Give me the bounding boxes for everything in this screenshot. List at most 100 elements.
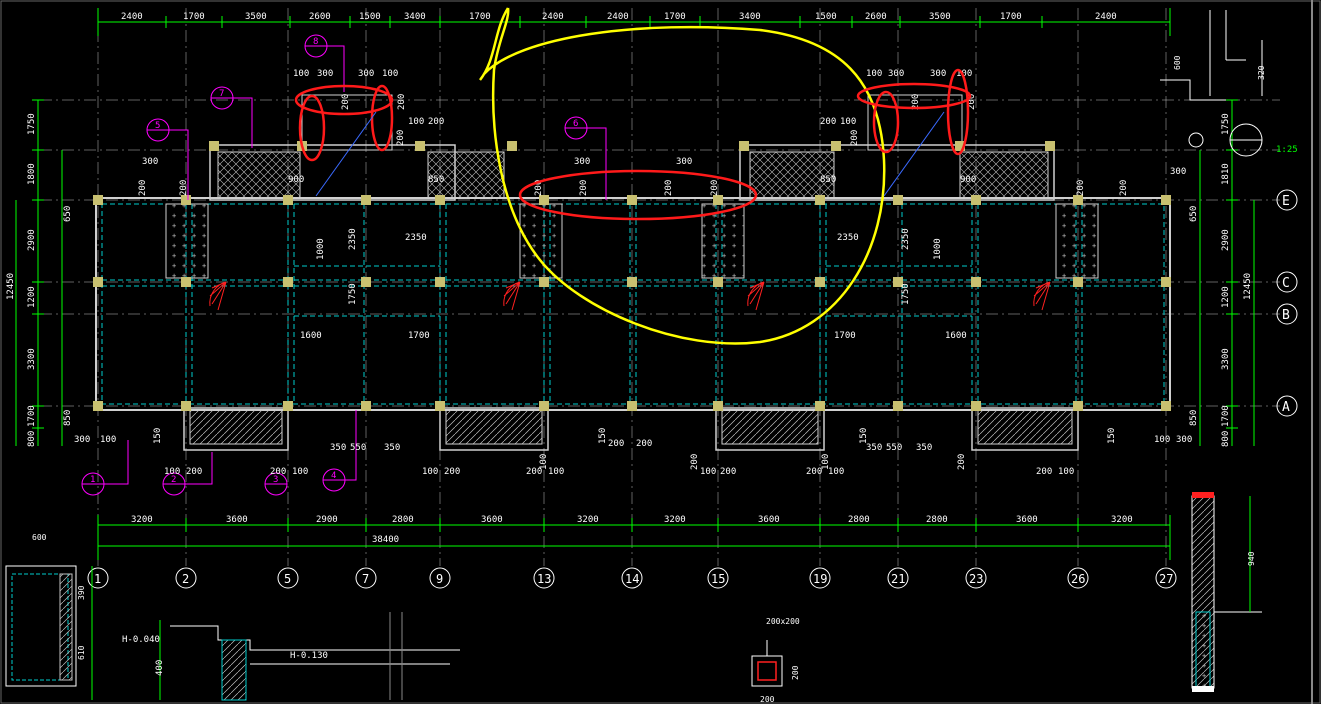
svg-text:200: 200 <box>526 467 542 477</box>
axis-label-13: 13 <box>537 572 551 586</box>
right-dimension-lines <box>1199 100 1255 446</box>
svg-text:200: 200 <box>710 180 720 196</box>
axis-label-14: 14 <box>625 572 639 586</box>
svg-text:940: 940 <box>1247 551 1256 566</box>
bottom-dim-10: 3600 <box>1016 515 1038 525</box>
svg-text:2: 2 <box>171 475 176 485</box>
column <box>971 277 981 287</box>
column <box>435 195 445 205</box>
svg-text:350: 350 <box>384 443 400 453</box>
right-wall-section: 940 <box>1191 492 1262 692</box>
left-small-0: 650 <box>63 206 73 222</box>
column <box>1073 195 1083 205</box>
column <box>627 195 637 205</box>
column <box>181 401 191 411</box>
svg-text:300: 300 <box>930 69 946 79</box>
svg-text:5: 5 <box>155 121 160 131</box>
axis-bubble-21 <box>887 567 909 589</box>
red-highlight-1 <box>294 84 394 116</box>
column <box>971 401 981 411</box>
svg-text:200: 200 <box>690 454 700 470</box>
yellow-freehand-circle <box>479 7 886 345</box>
axis-label-26: 26 <box>1071 572 1085 586</box>
bottom-dim-9: 2800 <box>926 515 948 525</box>
svg-text:300: 300 <box>1170 167 1186 177</box>
svg-text:3: 3 <box>273 475 278 485</box>
column <box>435 401 445 411</box>
left-total: 12450 <box>6 273 16 300</box>
svg-text:150: 150 <box>859 428 869 444</box>
right-total: 12450 <box>1243 273 1253 300</box>
svg-text:100: 100 <box>292 467 308 477</box>
axis-label-15: 15 <box>711 572 725 586</box>
column <box>1073 277 1083 287</box>
axis-label-7: 7 <box>362 572 369 586</box>
stair-diagonals <box>315 111 945 197</box>
column <box>283 195 293 205</box>
column <box>713 401 723 411</box>
svg-text:200: 200 <box>806 467 822 477</box>
top-dim-2: 3500 <box>245 12 267 22</box>
svg-text:300: 300 <box>888 69 904 79</box>
svg-text:1: 1 <box>90 475 95 485</box>
left-dim-4: 3300 <box>27 348 37 370</box>
bottom-dim-0: 3200 <box>131 515 153 525</box>
top-right-detail-labels: 320 600 <box>1173 55 1266 80</box>
bottom-section-labels: H-0.040 H-0.130 400 <box>122 635 328 676</box>
building-outline <box>95 94 1171 451</box>
svg-text:200: 200 <box>1119 180 1129 196</box>
top-dim-9: 1700 <box>664 12 686 22</box>
column <box>181 195 191 205</box>
bottom-left-detail <box>5 565 93 700</box>
red-highlight-7 <box>946 68 970 156</box>
svg-text:200: 200 <box>791 665 800 680</box>
right-dim-2: 2900 <box>1221 229 1231 251</box>
top-dim-14: 1700 <box>1000 12 1022 22</box>
right-dim-4: 3300 <box>1221 348 1231 370</box>
svg-text:200: 200 <box>967 94 977 110</box>
svg-text:100: 100 <box>828 467 844 477</box>
left-dim-0: 1750 <box>27 113 37 135</box>
top-dim-15: 2400 <box>1095 12 1117 22</box>
axis-label-19: 19 <box>813 572 827 586</box>
section-marker: 1:25 <box>1188 123 1298 157</box>
svg-text:1750: 1750 <box>901 283 911 305</box>
column <box>627 277 637 287</box>
axis-bubble-26 <box>1067 567 1089 589</box>
svg-text:4: 4 <box>331 471 336 481</box>
column <box>209 141 219 151</box>
axis-bubble-1 <box>87 567 109 589</box>
svg-text:200: 200 <box>1076 180 1086 196</box>
svg-text:1600: 1600 <box>945 331 967 341</box>
svg-text:1600: 1600 <box>300 331 322 341</box>
row-bubble-c <box>1276 271 1298 293</box>
axis-label-23: 23 <box>969 572 983 586</box>
column <box>739 141 749 151</box>
svg-text:300: 300 <box>358 69 374 79</box>
left-dimension-lines <box>15 100 63 446</box>
svg-text:300: 300 <box>317 69 333 79</box>
bottom-dim-11: 3200 <box>1111 515 1133 525</box>
right-dim-5: 1700 <box>1221 405 1231 427</box>
top-dim-12: 2600 <box>865 12 887 22</box>
row-bubble-a <box>1276 395 1298 417</box>
svg-text:200: 200 <box>534 180 544 196</box>
column <box>539 401 549 411</box>
svg-text:100: 100 <box>1058 467 1074 477</box>
bottom-section-detail <box>159 612 460 701</box>
top-dim-7: 2400 <box>542 12 564 22</box>
structural-columns <box>93 141 1171 411</box>
column <box>181 277 191 287</box>
axis-label-1: 1 <box>94 572 101 586</box>
axis-bubble-7 <box>355 567 377 589</box>
column <box>627 401 637 411</box>
row-label-c: C <box>1282 276 1290 291</box>
column <box>507 141 517 151</box>
svg-text:7: 7 <box>219 89 224 99</box>
svg-text:200: 200 <box>911 94 921 110</box>
right-dim-6: 800 <box>1221 431 1231 447</box>
top-dim-10: 3400 <box>739 12 761 22</box>
svg-text:100: 100 <box>956 69 972 79</box>
column <box>713 195 723 205</box>
